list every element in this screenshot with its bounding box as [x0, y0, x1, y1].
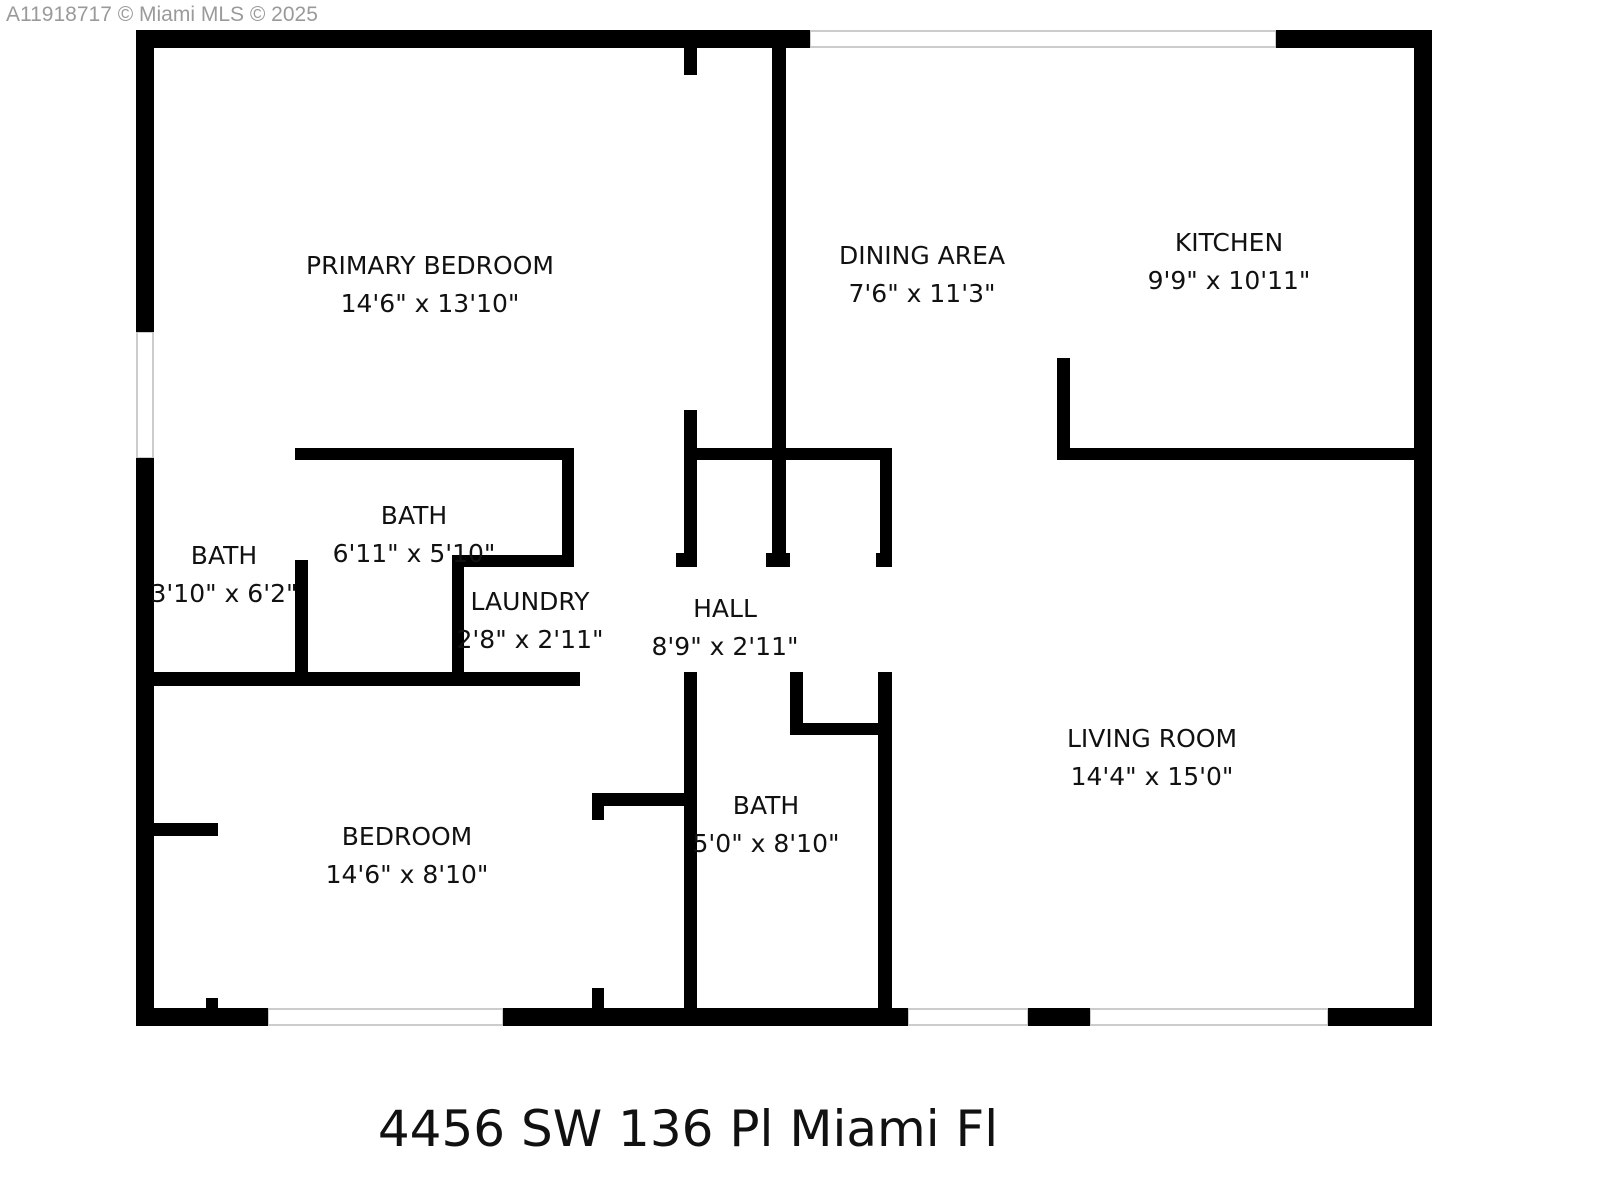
opening-bottom: [907, 1008, 1029, 1026]
room-name: HALL: [693, 594, 757, 623]
room-name: LAUNDRY: [470, 587, 590, 616]
room-name: LIVING ROOM: [1066, 724, 1238, 753]
watermark: A11918717 © Miami MLS © 2025: [6, 3, 318, 26]
room-size: 14'6" x 13'10": [340, 289, 520, 318]
room-name: BATH: [190, 541, 258, 570]
room-size: 14'4" x 15'0": [1070, 762, 1234, 791]
address-title: 4456 SW 136 Pl Miami Fl: [377, 1100, 999, 1158]
room-size: 6'11" x 5'10": [332, 539, 496, 568]
walls: [136, 30, 1432, 1026]
room-size: 14'6" x 8'10": [325, 860, 489, 889]
room-size: 2'8" x 2'11": [456, 625, 604, 654]
room-bath-primary: BATH 6'11" x 5'10": [333, 497, 496, 573]
window-left: [136, 331, 154, 459]
room-bath-hall: BATH 5'0" x 8'10": [693, 787, 840, 863]
room-living-room: LIVING ROOM 14'4" x 15'0": [1067, 720, 1237, 796]
room-size: 3'10" x 6'2": [150, 579, 298, 608]
room-bath-small: BATH 3'10" x 6'2": [151, 537, 298, 613]
room-size: 5'0" x 8'10": [692, 829, 840, 858]
room-name: KITCHEN: [1174, 228, 1284, 257]
room-name: DINING AREA: [838, 241, 1006, 270]
room-bedroom: BEDROOM 14'6" x 8'10": [326, 818, 489, 894]
room-size: 9'9" x 10'11": [1147, 266, 1311, 295]
room-size: 7'6" x 11'3": [848, 279, 996, 308]
room-name: BEDROOM: [341, 822, 473, 851]
room-size: 8'9" x 2'11": [651, 632, 799, 661]
room-primary-bedroom: PRIMARY BEDROOM 14'6" x 13'10": [306, 247, 554, 323]
window-bedroom: [267, 1008, 504, 1026]
room-kitchen: KITCHEN 9'9" x 10'11": [1148, 224, 1311, 300]
room-laundry: LAUNDRY 2'8" x 2'11": [457, 583, 604, 659]
room-dining-area: DINING AREA 7'6" x 11'3": [839, 237, 1005, 313]
window-living: [1089, 1008, 1329, 1026]
room-hall: HALL 8'9" x 2'11": [652, 590, 799, 666]
room-name: PRIMARY BEDROOM: [306, 251, 554, 280]
opening-top: [809, 30, 1277, 48]
room-name: BATH: [732, 791, 800, 820]
room-name: BATH: [380, 501, 448, 530]
